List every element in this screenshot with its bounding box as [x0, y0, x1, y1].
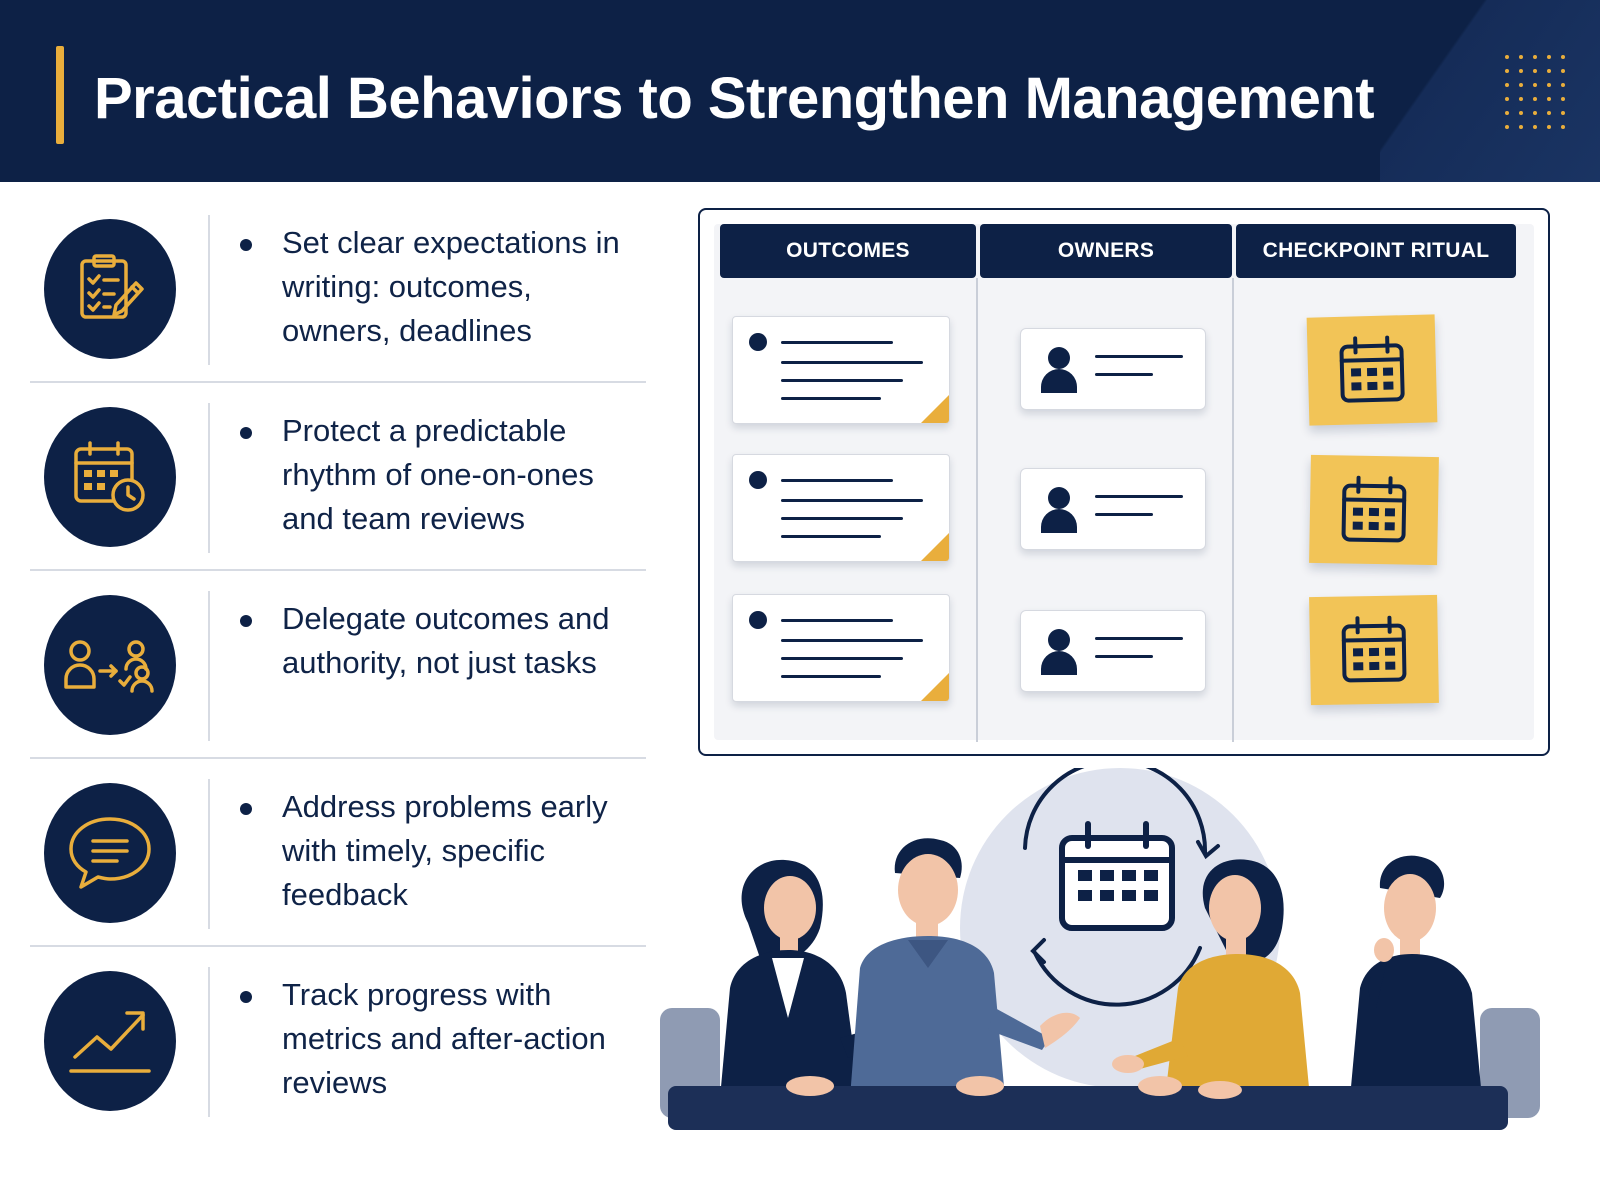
- item-divider-line: [208, 779, 210, 929]
- cycle-arrows-icon: [1023, 768, 1220, 1007]
- behavior-text: Delegate outcomes and authority, not jus…: [282, 601, 610, 680]
- column-header-checkpoint: CHECKPOINT RITUAL: [1236, 224, 1516, 278]
- checkpoint-sticky-note: [1309, 594, 1439, 706]
- item-divider-line: [208, 591, 210, 741]
- planning-board: OUTCOMES OWNERS CHECKPOINT RITUAL: [698, 208, 1550, 756]
- behavior-text: Track progress with metrics and after-ac…: [282, 977, 606, 1100]
- behavior-text: Protect a predictable rhythm of one-on-o…: [282, 413, 594, 536]
- person-icon: [1041, 487, 1077, 533]
- person-man-right: [1350, 855, 1482, 1098]
- column-divider: [1232, 278, 1234, 742]
- behavior-icon-badge: [44, 783, 176, 923]
- owner-card: [1020, 610, 1206, 692]
- behavior-text: Set clear expectations in writing: outco…: [282, 225, 620, 348]
- column-divider: [976, 278, 978, 742]
- clipboard-checklist-icon: [80, 254, 144, 319]
- outcome-note-card: [732, 454, 950, 562]
- team-meeting-illustration: [660, 768, 1540, 1130]
- behavior-icon-badge: [44, 407, 176, 547]
- outcome-note-card: [732, 594, 950, 702]
- behavior-item: Delegate outcomes and authority, not jus…: [30, 571, 646, 759]
- column-header-owners: OWNERS: [980, 224, 1232, 278]
- behavior-item: Protect a predictable rhythm of one-on-o…: [30, 383, 646, 571]
- column-header-outcomes: OUTCOMES: [720, 224, 976, 278]
- header-accent-bar: [56, 46, 64, 144]
- item-divider-line: [208, 215, 210, 365]
- owner-card: [1020, 328, 1206, 410]
- page-title: Practical Behaviors to Strengthen Manage…: [94, 66, 1375, 131]
- behaviors-list: Set clear expectations in writing: outco…: [30, 195, 646, 1135]
- bullet-dot: [240, 991, 252, 1003]
- calendar-icon: [1339, 335, 1405, 403]
- person-icon: [1041, 629, 1077, 675]
- board-surface: OUTCOMES OWNERS CHECKPOINT RITUAL: [714, 224, 1534, 742]
- checkpoint-sticky-note: [1309, 454, 1439, 566]
- bullet-dot: [240, 615, 252, 627]
- behavior-text: Address problems early with timely, spec…: [282, 789, 608, 912]
- person-woman-left: [720, 859, 940, 1098]
- item-divider-line: [208, 403, 210, 553]
- person-man-center-left: [850, 838, 1080, 1098]
- bullet-dot: [240, 427, 252, 439]
- behavior-icon-badge: [44, 595, 176, 735]
- behavior-icon-badge: [44, 219, 176, 359]
- behavior-item: Track progress with metrics and after-ac…: [30, 947, 646, 1135]
- behavior-item: Set clear expectations in writing: outco…: [30, 195, 646, 383]
- delegation-people-icon: [64, 640, 154, 693]
- person-icon: [1041, 347, 1077, 393]
- owner-card: [1020, 468, 1206, 550]
- calendar-clock-icon: [74, 441, 145, 512]
- calendar-icon: [1341, 475, 1407, 543]
- item-divider-line: [208, 967, 210, 1117]
- checkpoint-sticky-note: [1306, 314, 1438, 426]
- decorative-dot-grid: [1500, 50, 1570, 134]
- header-banner: Practical Behaviors to Strengthen Manage…: [0, 0, 1600, 182]
- header-diagonal-stripe: [1380, 0, 1600, 182]
- person-woman-center-right: [1112, 859, 1310, 1098]
- meeting-table: [668, 1086, 1508, 1130]
- trend-up-chart-icon: [69, 1011, 151, 1073]
- calendar-icon: [1059, 821, 1175, 931]
- behavior-icon-badge: [44, 971, 176, 1111]
- outcome-note-card: [732, 316, 950, 424]
- behavior-item: Address problems early with timely, spec…: [30, 759, 646, 947]
- bullet-dot: [240, 803, 252, 815]
- calendar-icon: [1341, 615, 1407, 683]
- speech-bubble-icon: [69, 817, 151, 889]
- bullet-dot: [240, 239, 252, 251]
